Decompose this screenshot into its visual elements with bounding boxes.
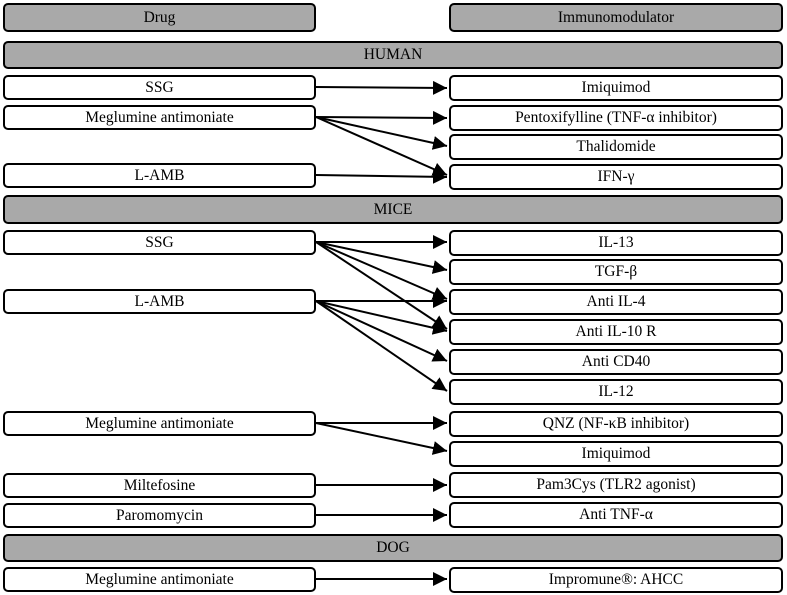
human-immunomodulator-imiquimod: Imiquimod <box>449 75 783 101</box>
section-human-header: HUMAN <box>3 41 783 69</box>
mice-immunomodulator-anti-tnf-alpha: Anti TNF-α <box>449 502 783 528</box>
section-dog-header: DOG <box>3 534 783 562</box>
mice-immunomodulator-anti-cd40: Anti CD40 <box>449 349 783 375</box>
arrow-lamb-ifn-gamma <box>315 169 448 184</box>
dog-immunomodulator-impromune-ahcc: Impromune®: AHCC <box>449 567 783 593</box>
section-mice-header: MICE <box>3 195 783 224</box>
arrow-ssg-anti-il-10-r <box>315 241 448 330</box>
human-drug-meglumine-antimoniate: Meglumine antimoniate <box>3 105 316 130</box>
human-drug-ssg: SSG <box>3 75 316 100</box>
mice-immunomodulator-pam3cys: Pam3Cys (TLR2 agonist) <box>449 472 783 498</box>
human-immunomodulator-thalidomide: Thalidomide <box>449 134 783 160</box>
arrow-meglumine-pentoxifylline <box>315 110 448 125</box>
dog-drug-meglumine-antimoniate: Meglumine antimoniate <box>3 567 316 592</box>
mice-immunomodulator-il-12: IL-12 <box>449 379 783 405</box>
drug-column-header: Drug <box>3 3 316 32</box>
human-immunomodulator-pentoxifylline: Pentoxifylline (TNF-α inhibitor) <box>449 105 783 131</box>
arrow-meglumine-imiquimod <box>315 422 448 455</box>
human-immunomodulator-ifn-gamma: IFN-γ <box>449 164 783 190</box>
arrow-lamb-anti-cd40 <box>315 300 448 362</box>
mice-drug-l-amb: L-AMB <box>3 289 316 314</box>
mice-drug-paromomycin: Paromomycin <box>3 503 316 528</box>
arrow-lamb-anti-il-10-r <box>315 300 448 335</box>
mice-immunomodulator-il-13: IL-13 <box>449 230 783 256</box>
mice-immunomodulator-imiquimod: Imiquimod <box>449 441 783 467</box>
human-drug-l-amb: L-AMB <box>3 163 316 188</box>
arrow-lamb-il-12 <box>315 300 448 392</box>
mice-immunomodulator-tgf-beta: TGF-β <box>449 259 783 285</box>
arrow-meglumine-ifn-gamma <box>315 116 448 176</box>
arrow-ssg-tgf-beta <box>315 241 448 274</box>
mice-immunomodulator-qnz: QNZ (NF-κB inhibitor) <box>449 411 783 437</box>
arrow-ssg-imiquimod <box>315 80 448 95</box>
mice-drug-miltefosine: Miltefosine <box>3 473 316 498</box>
immunomodulator-column-header: Immunomodulator <box>449 3 783 32</box>
mice-drug-ssg: SSG <box>3 230 316 255</box>
mice-immunomodulator-anti-il-4: Anti IL-4 <box>449 289 783 315</box>
arrow-meglumine-thalidomide <box>315 116 448 150</box>
arrow-ssg-anti-il-4 <box>315 241 448 300</box>
mice-drug-meglumine-antimoniate: Meglumine antimoniate <box>3 411 316 436</box>
mice-immunomodulator-anti-il-10-r: Anti IL-10 R <box>449 319 783 345</box>
